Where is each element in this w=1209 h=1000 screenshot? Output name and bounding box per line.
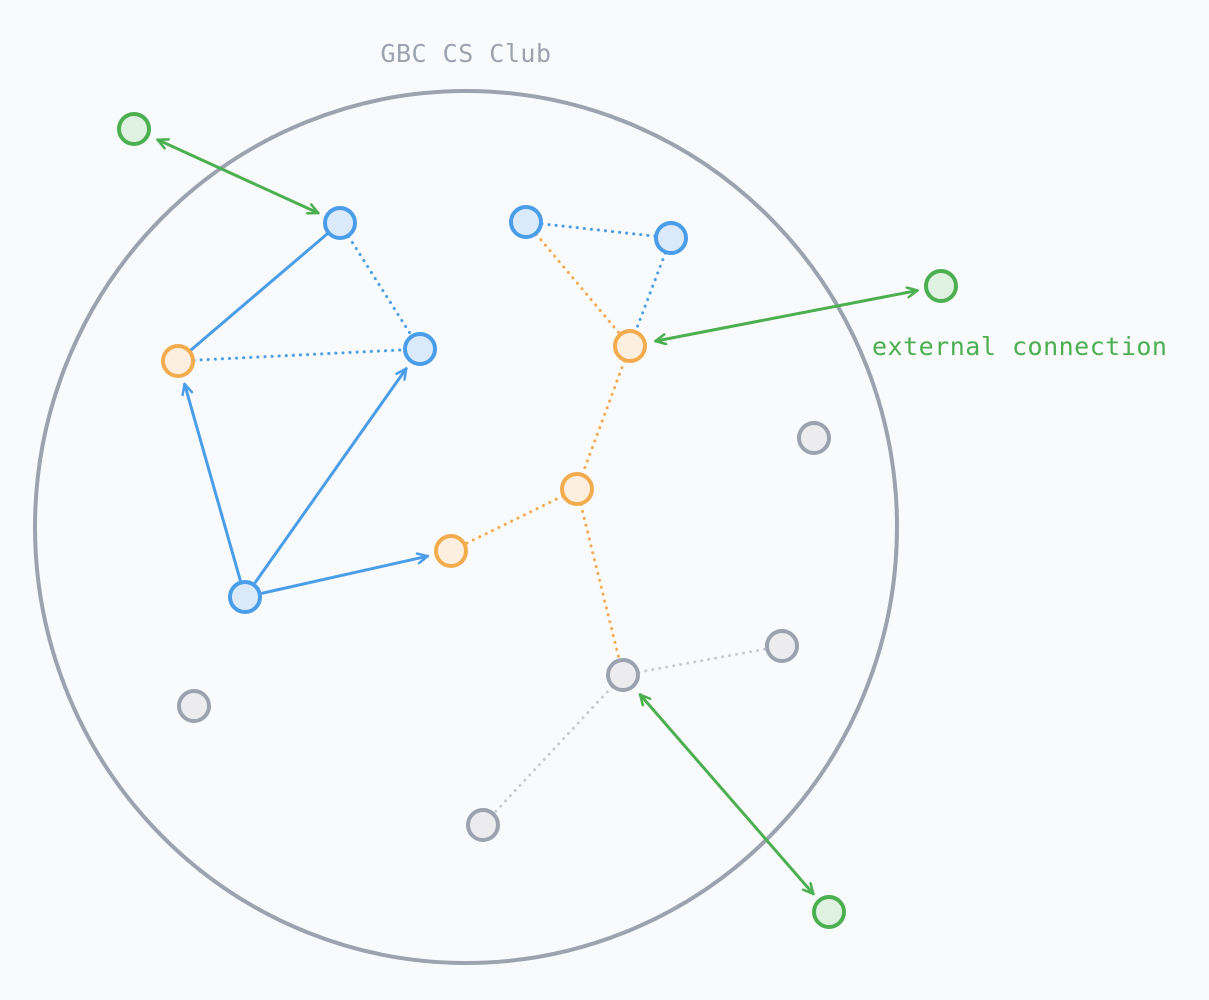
link-blue-top-center-to-blue-top-right [540,222,657,238]
node-blue-top-left [323,206,357,240]
node-gray-hub [606,658,640,692]
node-orange-top-right [613,329,647,363]
link-gray-hub-to-gray-right [637,647,768,674]
node-orange-left [161,344,195,378]
node-gray-bottom [466,808,500,842]
node-orange-center [560,472,594,506]
node-blue-top-center [509,205,543,239]
node-gray-right [765,629,799,663]
link-orange-top-right-to-orange-center [581,359,626,476]
diagram-title: GBC CS Club [380,39,551,68]
link-blue-bottom-left-to-orange-lower [261,556,430,595]
link-orange-left-to-blue-top-left [188,231,330,353]
link-orange-center-to-orange-lower [463,494,565,546]
node-blue-mid-left [403,332,437,366]
link-blue-top-right-to-orange-top-right [634,251,667,333]
node-green-bottom [812,895,846,929]
link-blue-top-left-to-blue-mid-left [347,235,413,337]
link-blue-bottom-left-to-blue-mid-left [253,367,408,584]
link-blue-top-center-to-orange-top-right [534,232,622,336]
link-gray-hub-to-gray-bottom [492,685,614,815]
node-blue-bottom-left [228,580,262,614]
external-connection-label: external connection [872,332,1167,361]
link-orange-center-to-gray-hub [579,503,621,661]
club-boundary-circle [33,89,899,965]
link-gray-hub-to-green-bottom [638,693,815,896]
node-gray-right-upper [797,421,831,455]
link-blue-bottom-left-to-orange-left [185,382,242,582]
node-gray-left [177,689,211,723]
nodes-layer [117,112,958,929]
node-orange-lower [434,534,468,568]
link-green-top-left-to-blue-top-left [156,140,320,213]
link-orange-left-to-blue-mid-left [192,348,406,362]
link-orange-top-right-to-green-right [654,291,919,342]
node-green-top-left [117,112,151,146]
node-blue-top-right [654,221,688,255]
node-green-right [924,269,958,303]
links-layer [156,140,919,896]
